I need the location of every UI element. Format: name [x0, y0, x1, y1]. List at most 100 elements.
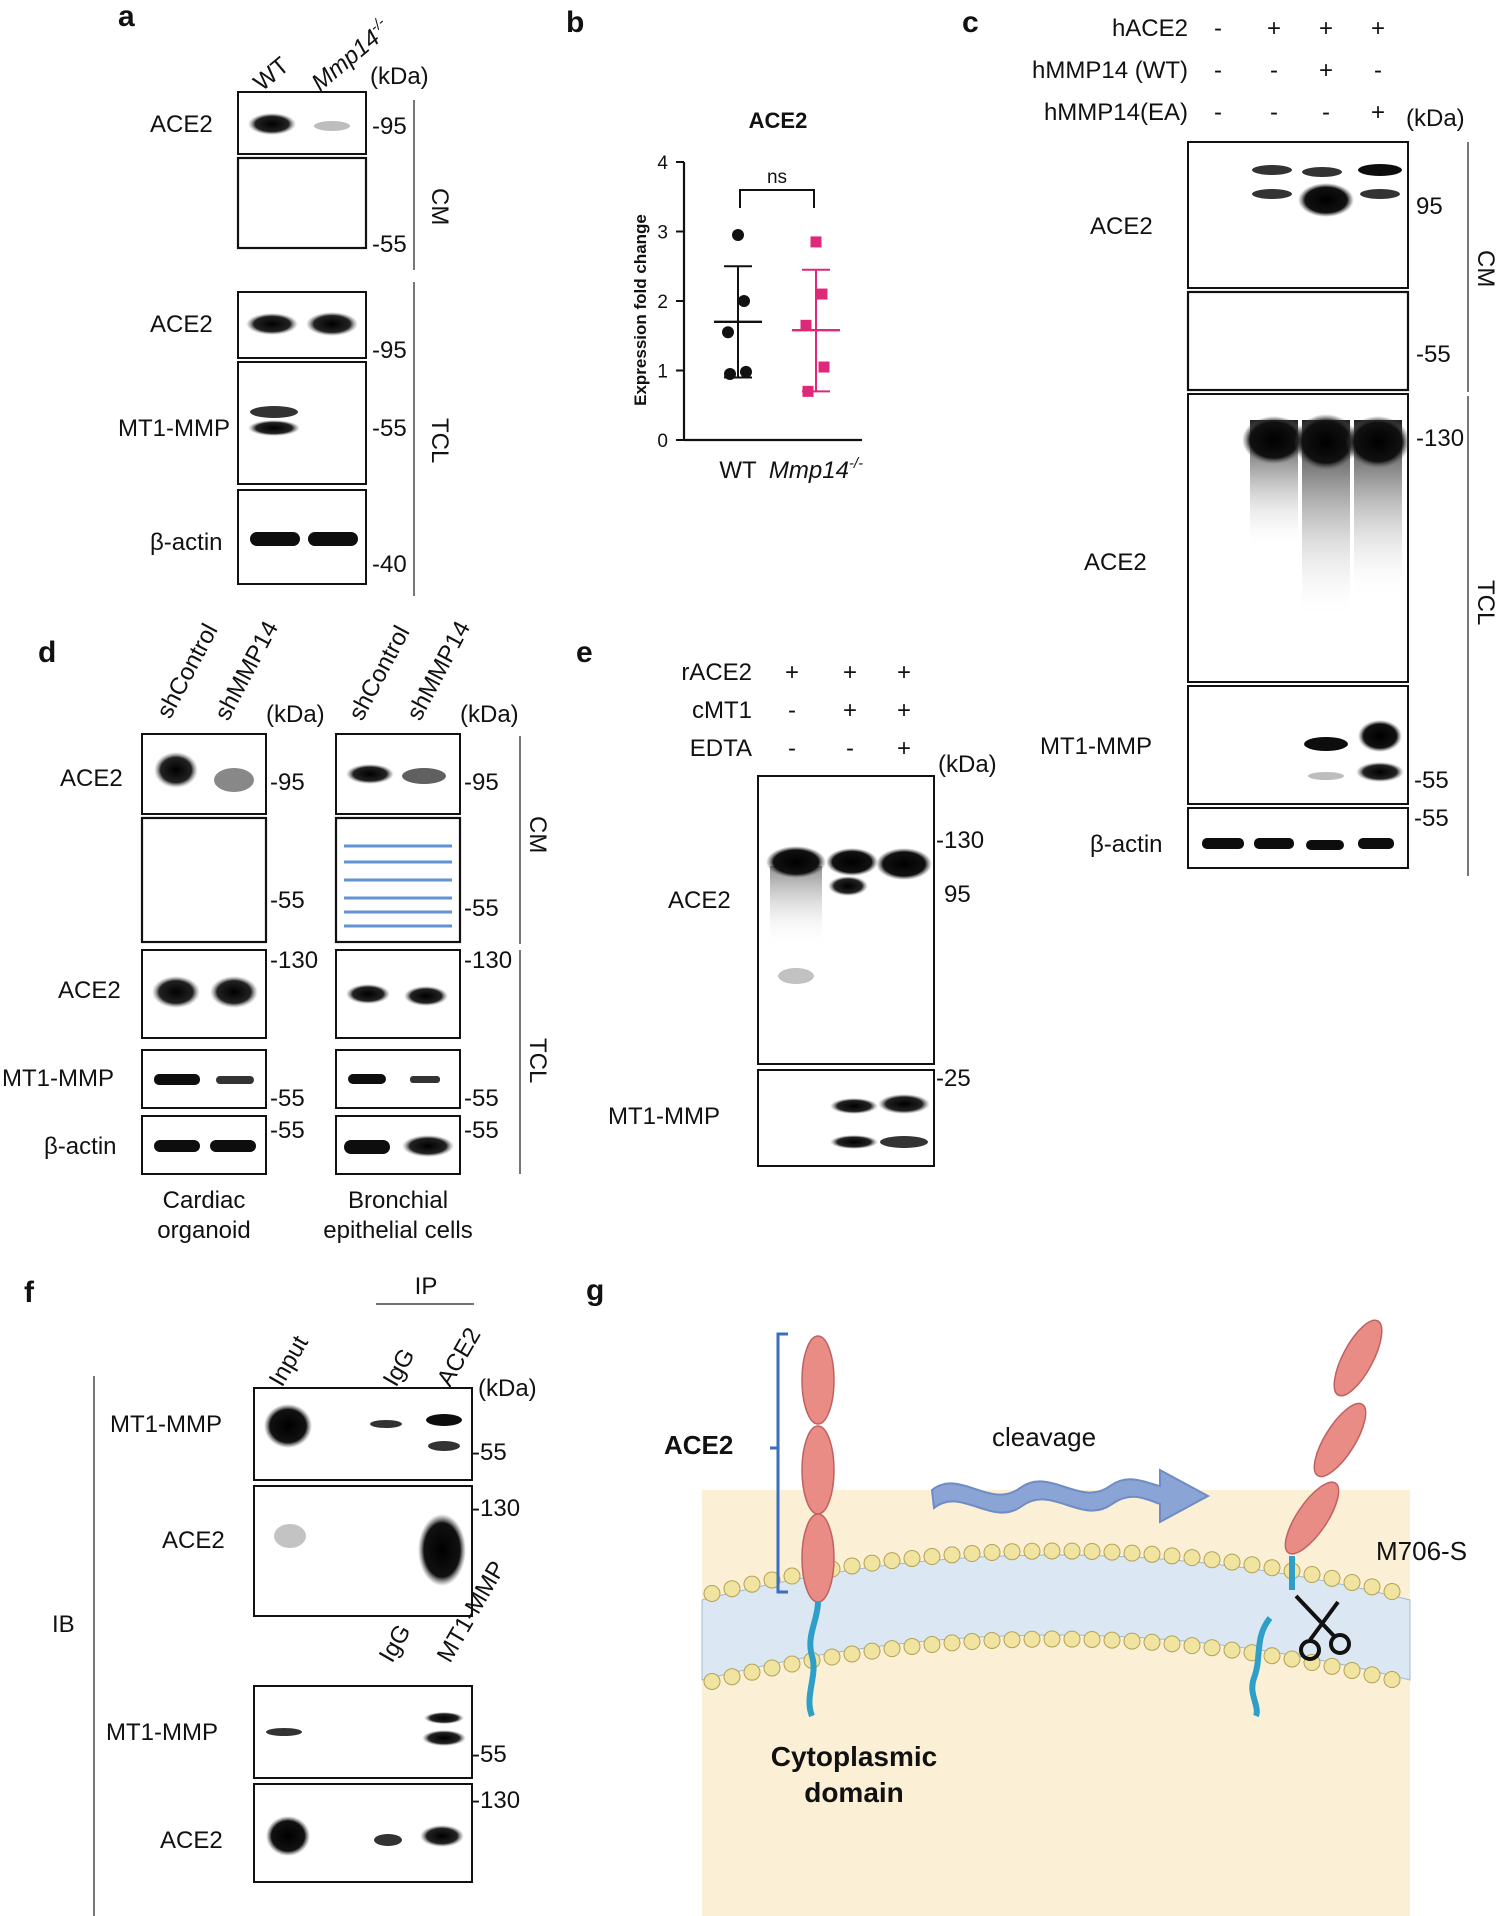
marker-25: -25: [936, 1065, 971, 1092]
ace2-domain: [801, 1425, 835, 1515]
lipid-head: [743, 1575, 761, 1593]
band: [214, 768, 254, 792]
condition-sign: +: [843, 697, 857, 724]
lipid-head: [763, 1659, 781, 1677]
band: [828, 876, 868, 896]
lipid-head: [983, 1631, 1001, 1649]
lipid-head: [903, 1637, 921, 1655]
condition-name: EDTA: [690, 735, 752, 762]
condition-sign: +: [897, 659, 911, 686]
row-label-mt1-mmp: MT1-MMP: [118, 415, 230, 442]
band: [152, 976, 200, 1008]
band: [420, 1825, 464, 1847]
band: [250, 532, 300, 546]
condition-sign: -: [1270, 57, 1278, 84]
data-point: [802, 385, 814, 397]
marker-130: -130: [936, 827, 984, 854]
data-point: [740, 365, 752, 378]
condition-name: rACE2: [681, 659, 752, 686]
group-tcl: TCL: [1472, 580, 1499, 625]
lipid-head: [1083, 1542, 1101, 1560]
lipid-head: [883, 1552, 901, 1570]
marker-55-actin-right: -55: [464, 1117, 499, 1144]
lipid-head: [1383, 1671, 1401, 1689]
panel-g: g ACE2 cleavage M706-S Cytoplasmic do: [586, 1274, 1467, 1916]
ace2-domain: [801, 1513, 835, 1603]
caption-bronchial-1: Bronchial: [348, 1187, 448, 1214]
y-tick-label: 0: [657, 431, 668, 452]
panel-g-label: g: [586, 1274, 604, 1307]
marker-95-left: -95: [270, 769, 305, 796]
blot-ace2-cm: [1187, 141, 1409, 289]
condition-sign: +: [1371, 15, 1385, 42]
data-point: [722, 326, 734, 339]
lipid-head: [783, 1655, 801, 1673]
condition-sign: -: [846, 735, 854, 762]
band: [246, 313, 298, 335]
lipid-head: [1163, 1547, 1181, 1565]
cleavage-site-label: M706-S: [1376, 1536, 1467, 1566]
data-point: [724, 367, 736, 380]
cleavage-arrow: [930, 1468, 1211, 1524]
condition-sign: -: [1214, 15, 1222, 42]
panel-c-label: c: [962, 6, 979, 39]
lipid-head: [763, 1571, 781, 1589]
band: [1254, 838, 1294, 849]
lipid-head: [1003, 1631, 1021, 1649]
lipid-head: [1303, 1566, 1321, 1584]
band: [370, 1420, 402, 1428]
band: [154, 1074, 200, 1085]
marker-130-a: -130: [472, 1495, 520, 1522]
band: [210, 976, 258, 1008]
lipid-head: [1023, 1630, 1041, 1648]
lipid-head: [1343, 1573, 1361, 1591]
marker-55-tcl: -55: [372, 415, 407, 442]
band: [248, 113, 296, 135]
band: [830, 1135, 878, 1149]
band: [876, 848, 932, 880]
lipid-head: [1003, 1543, 1021, 1561]
lipid-head: [963, 1545, 981, 1563]
coomassie-stain: [1186, 290, 1410, 392]
data-point: [816, 288, 828, 300]
band: [1308, 772, 1344, 780]
band: [830, 1098, 878, 1114]
panel-b-label: b: [566, 6, 584, 39]
y-tick-label: 4: [657, 153, 668, 174]
lipid-head: [1323, 1569, 1341, 1587]
significance-label: ns: [767, 167, 787, 188]
lipid-head: [1363, 1578, 1381, 1596]
x-tick-wt: WT: [719, 457, 757, 484]
band: [1358, 164, 1402, 176]
marker-130: -130: [1416, 425, 1464, 452]
lipid-head: [923, 1636, 941, 1654]
lipid-head: [1023, 1542, 1041, 1560]
lipid-head: [863, 1554, 881, 1572]
band: [1252, 165, 1292, 175]
panel-d-label: d: [38, 636, 56, 669]
band: [266, 1816, 310, 1856]
band: [404, 986, 448, 1006]
row-label-ace2-tcl: ACE2: [1084, 549, 1147, 576]
group-tcl: TCL: [426, 418, 453, 463]
condition-sign: +: [1267, 15, 1281, 42]
coomassie-lines: [344, 844, 452, 928]
lipid-head: [1043, 1630, 1061, 1648]
row-label-beta-actin: β-actin: [150, 529, 223, 556]
band: [422, 1730, 466, 1746]
data-point: [818, 361, 830, 373]
smear: [770, 866, 822, 946]
condition-name: hMMP14 (WT): [1032, 57, 1188, 84]
band: [1358, 838, 1394, 849]
group-cm: CM: [426, 188, 453, 225]
row-label-mt1-mmp: MT1-MMP: [1040, 733, 1152, 760]
band: [264, 1404, 312, 1448]
chart-title: ACE2: [749, 108, 808, 133]
row-label-ace2-cm: ACE2: [1090, 213, 1153, 240]
band: [418, 1514, 466, 1586]
lipid-head: [843, 1645, 861, 1663]
lipid-head: [1063, 1542, 1081, 1560]
marker-55-actin-left: -55: [270, 1117, 305, 1144]
cytoplasmic-label-2: domain: [804, 1777, 904, 1808]
